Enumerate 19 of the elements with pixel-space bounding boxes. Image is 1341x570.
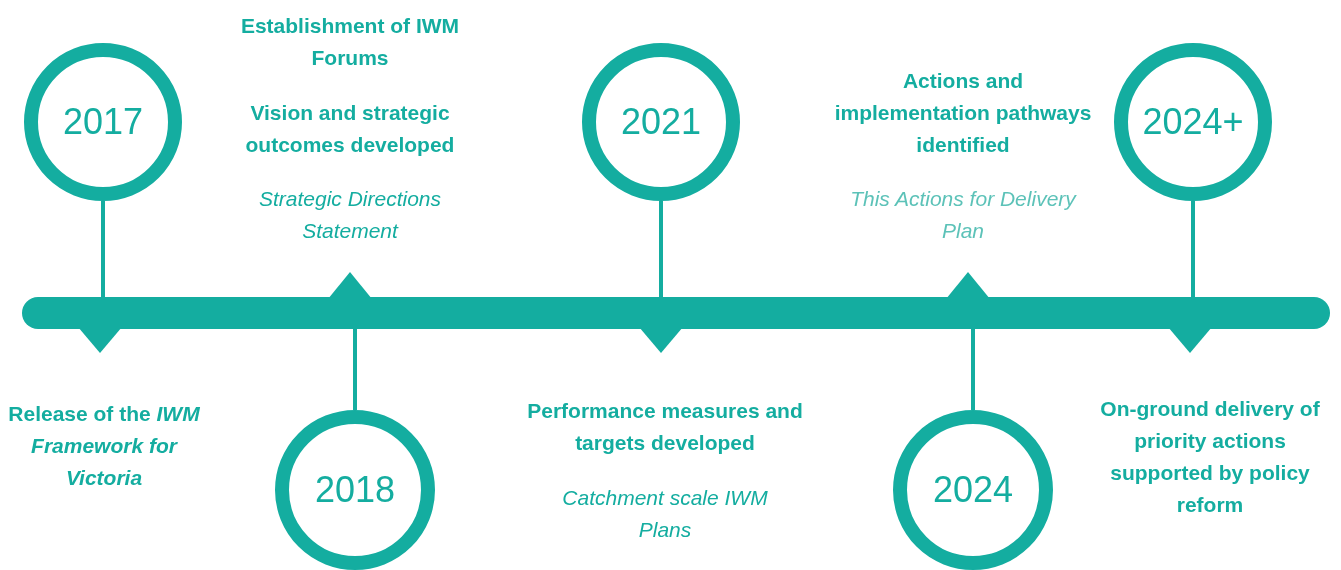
milestone-description: Performance measures and targets developed (526, 398, 804, 456)
connector-line (101, 201, 105, 297)
connector-line (659, 201, 663, 297)
year-text: 2018 (314, 472, 396, 508)
milestone-description: Release of the IWM Framework for Victoria (7, 401, 201, 491)
milestone-description: Establishment of IWM Forums (239, 13, 461, 71)
milestone-description: Strategic Directions Statement (257, 186, 443, 244)
milestone-description: Actions and implementation pathways identified (833, 68, 1093, 158)
milestone-description: Catchment scale IWM Plans (561, 485, 769, 543)
year-text: 2024 (932, 472, 1014, 508)
connector-line (353, 329, 357, 410)
milestone-description: On-ground delivery of priority actions supported by policy reform (1099, 396, 1321, 518)
milestone-description: Vision and strategic outcomes developed (244, 100, 456, 158)
year-text: 2024+ (1142, 104, 1244, 140)
year-text: 2017 (62, 104, 144, 140)
connector-line (1191, 201, 1195, 297)
connector-line (971, 329, 975, 410)
year-text: 2021 (620, 104, 702, 140)
milestone-description: This Actions for Delivery Plan (849, 186, 1078, 244)
